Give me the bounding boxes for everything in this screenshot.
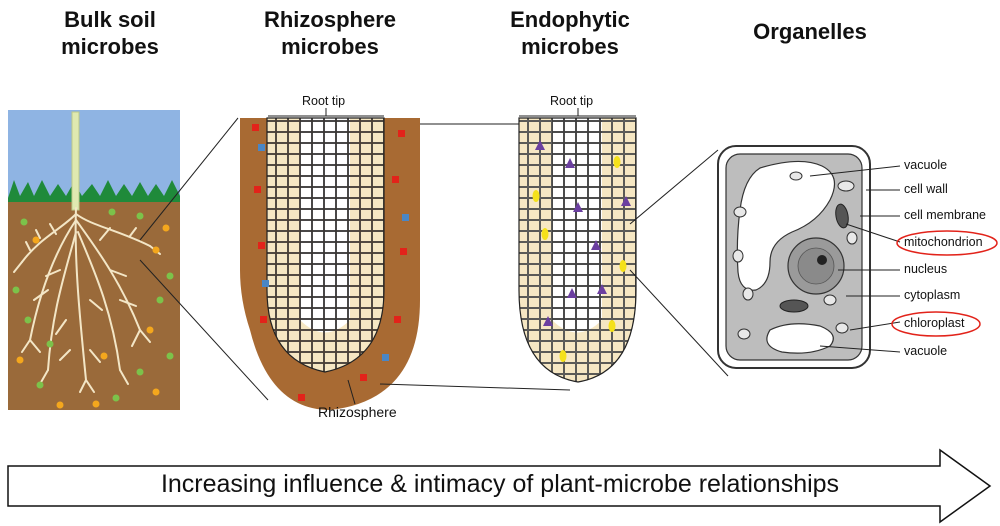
root-vascular xyxy=(552,118,602,333)
heading-organelles: Organelles xyxy=(753,19,867,44)
mitochondrion xyxy=(835,203,849,229)
label-cell-membrane: cell membrane xyxy=(904,208,986,222)
heading-rhizosphere-line1: Rhizosphere xyxy=(263,7,397,32)
heading-bulk-soil-line2: microbes xyxy=(61,34,159,59)
zoom-line xyxy=(629,269,729,377)
zoom-line xyxy=(139,117,239,241)
sky xyxy=(8,110,180,200)
heading-endophytic: Endophytic microbes xyxy=(490,6,650,60)
bulk-microbes xyxy=(12,208,174,409)
endophytic-panel xyxy=(518,108,637,383)
rhizosphere-label: Rhizosphere xyxy=(318,404,397,420)
chloroplasts xyxy=(732,171,858,340)
plant-cell xyxy=(717,145,998,369)
vacuole xyxy=(736,160,836,291)
plant-stem xyxy=(71,111,80,211)
vacuole xyxy=(766,323,834,354)
progress-arrow xyxy=(7,448,992,524)
grass xyxy=(8,180,180,202)
label-nucleus: nucleus xyxy=(904,262,948,276)
root-tip-label-1: Root tip xyxy=(302,94,346,108)
zoom-line xyxy=(379,383,571,391)
mitochondrion xyxy=(779,299,809,313)
endophytic-microbes xyxy=(532,140,631,362)
label-chloroplast: chloroplast xyxy=(904,316,965,330)
highlight-oval xyxy=(891,311,981,337)
bulk-soil-panel xyxy=(8,110,180,410)
rhizosphere-panel xyxy=(240,108,420,410)
zoom-line xyxy=(629,149,719,225)
label-cytoplasm: cytoplasm xyxy=(904,288,961,302)
zoom-line xyxy=(139,259,269,401)
label-vacuole-top: vacuole xyxy=(904,158,948,172)
heading-endophytic-line2: microbes xyxy=(521,34,619,59)
label-mitochondrion: mitochondrion xyxy=(904,235,983,249)
heading-bulk-soil: Bulk soil microbes xyxy=(30,6,190,60)
roots xyxy=(13,207,161,393)
label-vacuole-bottom: vacuole xyxy=(904,344,948,358)
rhizosphere-microbes xyxy=(252,124,409,401)
highlight-oval xyxy=(896,230,998,256)
heading-rhizosphere: Rhizosphere microbes xyxy=(250,6,410,60)
arrow-caption: Increasing influence & intimacy of plant… xyxy=(160,470,840,498)
heading-endophytic-line1: Endophytic xyxy=(510,7,630,32)
heading-rhizosphere-line2: microbes xyxy=(281,34,379,59)
heading-bulk-soil-line1: Bulk soil xyxy=(64,7,156,32)
root-tip-label-2: Root tip xyxy=(550,94,594,108)
label-cell-wall: cell wall xyxy=(904,182,948,196)
root-vascular xyxy=(300,118,350,333)
